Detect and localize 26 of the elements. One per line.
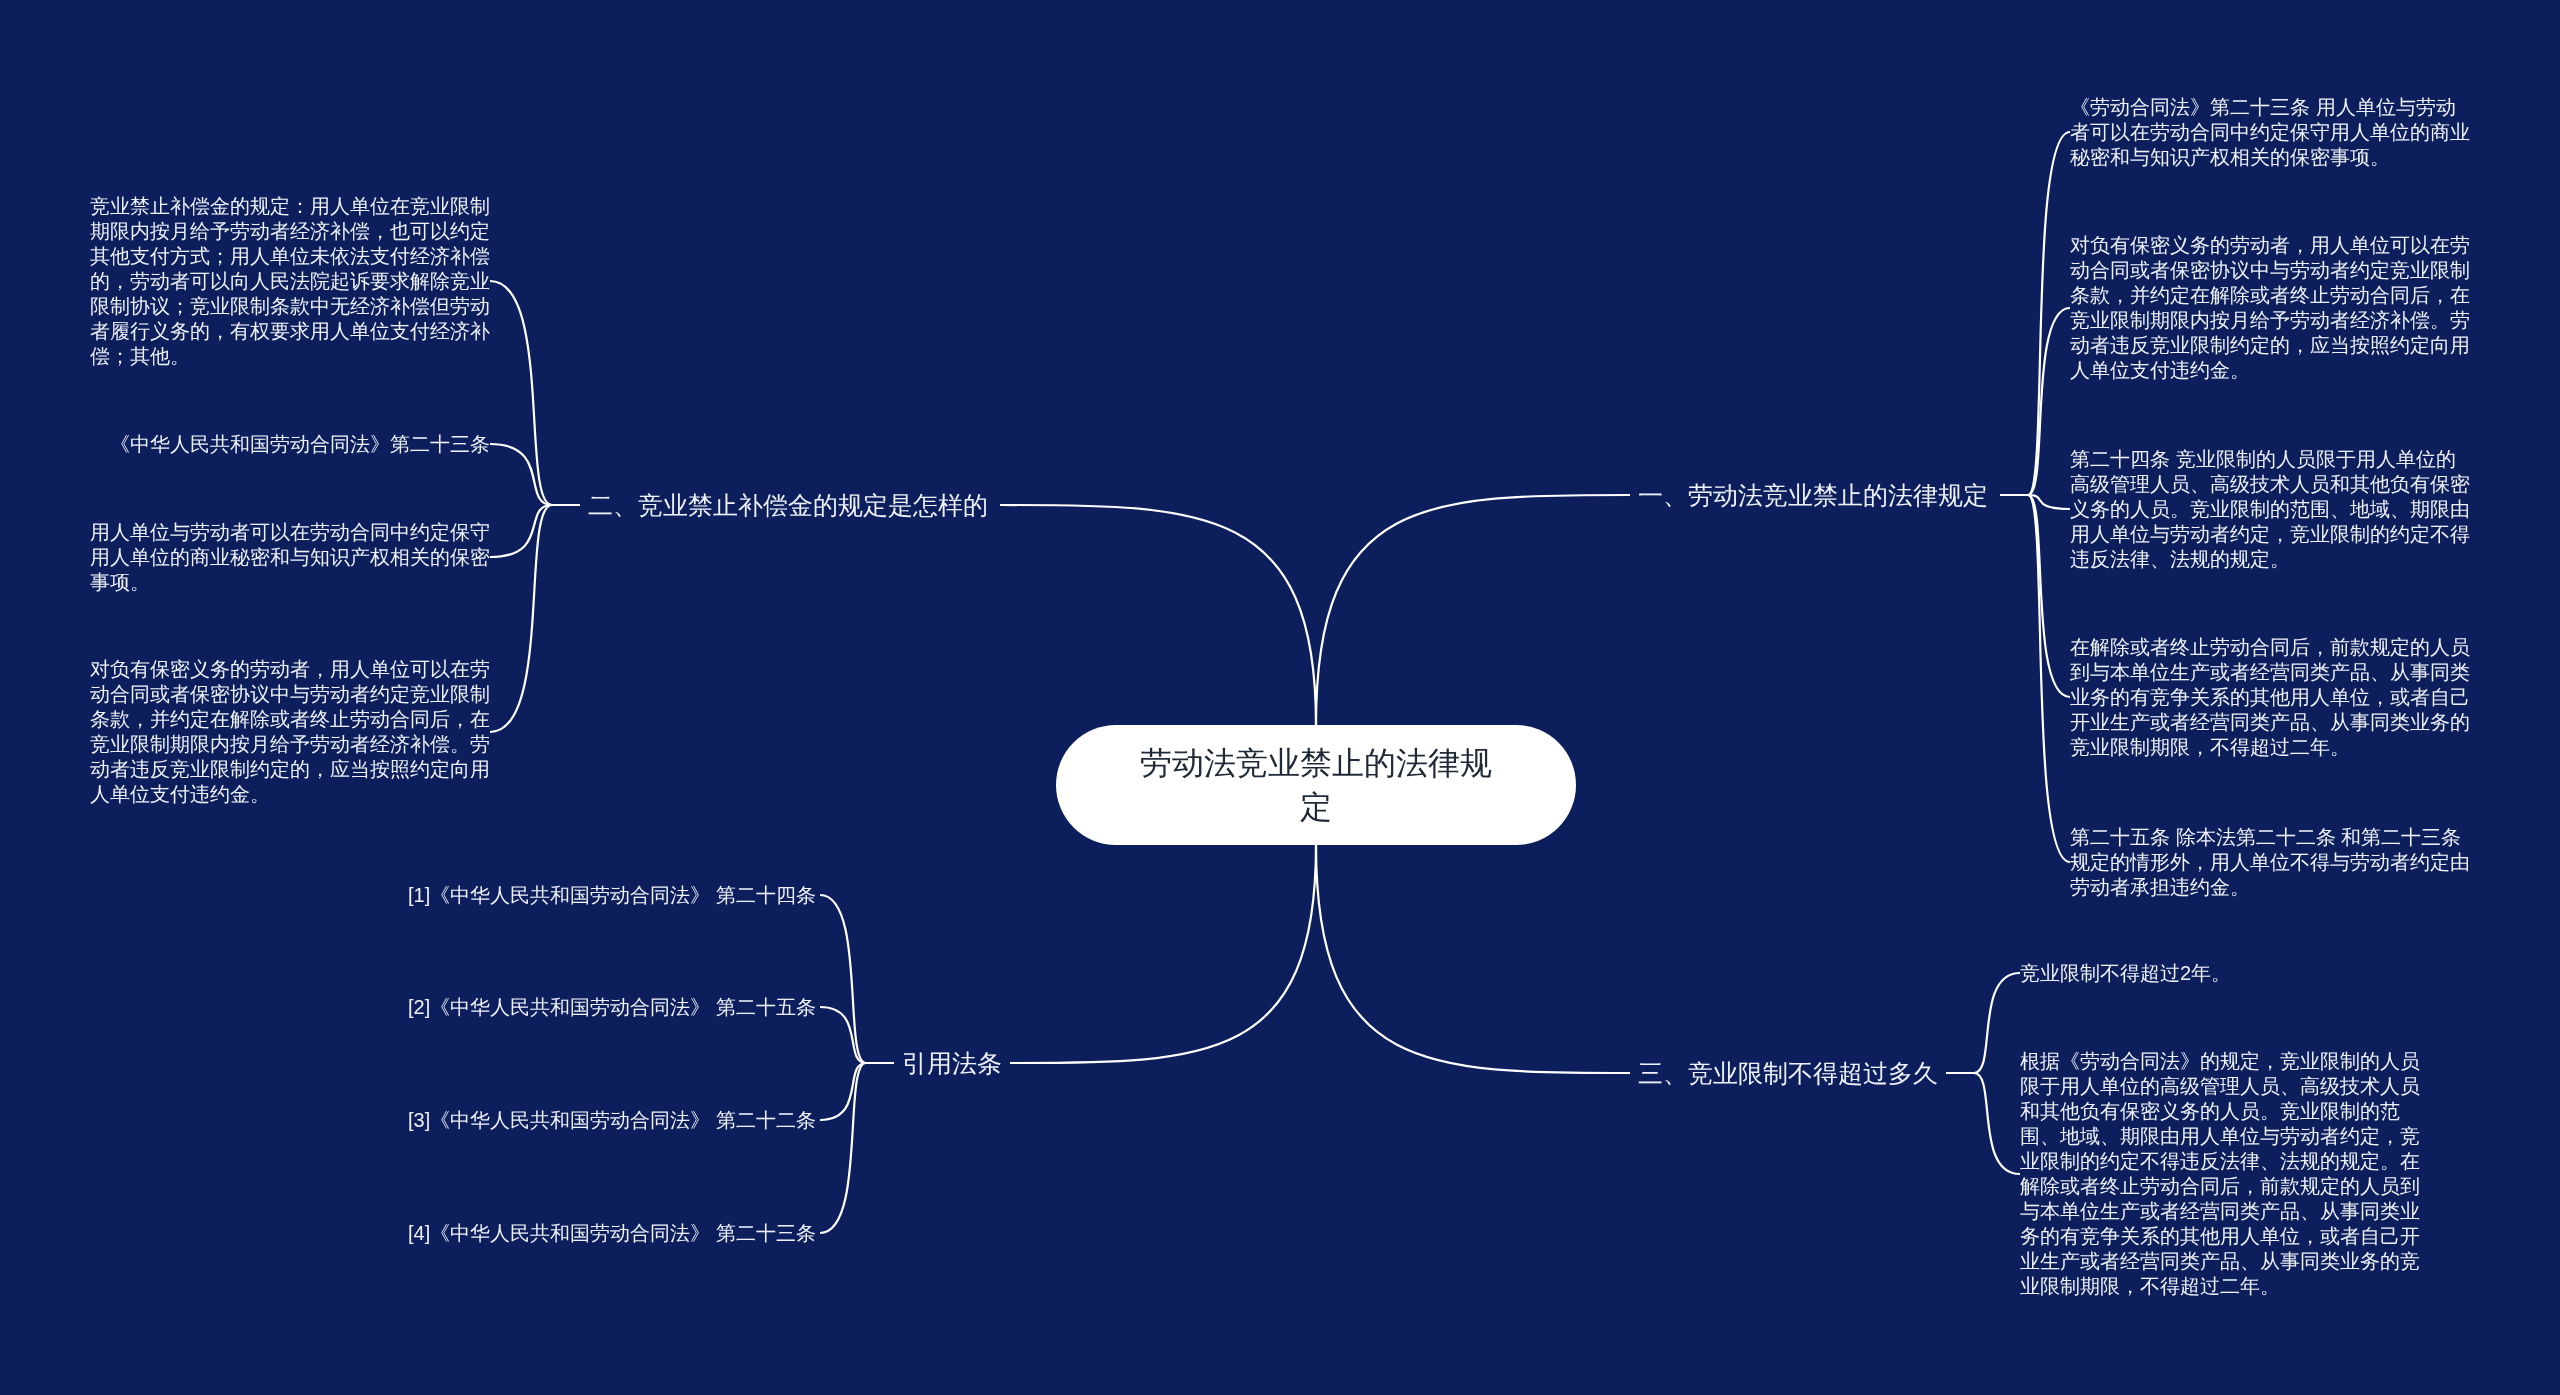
branch-topic: 二、竞业禁止补偿金的规定是怎样的	[580, 488, 1000, 522]
topic-note: [3]《中华人民共和国劳动合同法》 第二十二条	[408, 1107, 820, 1133]
topic-note: 竞业限制不得超过2年。	[2020, 960, 2420, 986]
topic-note: 《中华人民共和国劳动合同法》第二十三条	[110, 431, 490, 457]
branch-topic: 三、竞业限制不得超过多久	[1630, 1056, 1946, 1090]
branch-topic: 引用法条	[894, 1046, 1010, 1080]
topic-note: 《劳动合同法》第二十三条 用人单位与劳动者可以在劳动合同中约定保守用人单位的商业秘密和与知识产权相关的保密事项。	[2070, 94, 2470, 170]
connector-line	[1946, 1071, 2021, 1176]
topic-note: 对负有保密义务的劳动者，用人单位可以在劳动合同或者保密协议中与劳动者约定竞业限制条款，并约定在解除或者终止劳动合同后，在竞业限制期限内按月给予劳动者经济补偿。劳动者违反竞业限制约定的，应当按照约定向用人单位支付违约金。	[2070, 233, 2470, 383]
topic-note: 第二十四条 竞业限制的人员限于用人单位的高级管理人员、高级技术人员和其他负有保密义务的人员。竞业限制的范围、地域、期限由用人单位与劳动者约定，竞业限制的约定不得违反法律、法规的规定。	[2070, 446, 2470, 572]
connector-line	[2000, 493, 2071, 863]
topic-note: [2]《中华人民共和国劳动合同法》 第二十五条	[408, 994, 820, 1020]
connector-line	[1314, 493, 1630, 726]
topic-note: 根据《劳动合同法》的规定，竞业限制的人员限于用人单位的高级管理人员、高级技术人员和其他负有保密义务的人员。竞业限制的范围、地域、期限由用人单位与劳动者约定，竞业限制的约定不得违反法律、法规的规定。在解除或者终止劳动合同后，前款规定的人员到与本单位生产或者经营同类产品、从事同类业务的有竞争关系的其他用人单位，或者自己开业生产或者经营同类产品、从事同类业务的竞业限制期限，不得超过二年。	[2020, 1049, 2420, 1299]
connector-line	[1314, 844, 1630, 1075]
topic-note: 竞业禁止补偿金的规定：用人单位在竞业限制期限内按月给予劳动者经济补偿，也可以约定其他支付方式；用人单位未依法支付经济补偿的，劳动者可以向人民法院起诉要求解除竞业限制协议；竞业限制条款中无经济补偿但劳动者履行义务的，有权要求用人单位支付经济补偿；其他。	[90, 193, 490, 369]
topic-note: [4]《中华人民共和国劳动合同法》 第二十三条	[408, 1220, 820, 1246]
topic-note: 在解除或者终止劳动合同后，前款规定的人员到与本单位生产或者经营同类产品、从事同类业务的有竞争关系的其他用人单位，或者自己开业生产或者经营同类产品、从事同类业务的竞业限制期限，不得超过二年。	[2070, 634, 2470, 760]
topic-note: 用人单位与劳动者可以在劳动合同中约定保守用人单位的商业秘密和与知识产权相关的保密事项。	[90, 519, 490, 595]
topic-note: [1]《中华人民共和国劳动合同法》 第二十四条	[408, 882, 820, 908]
topic-note: 对负有保密义务的劳动者，用人单位可以在劳动合同或者保密协议中与劳动者约定竞业限制条款，并约定在解除或者终止劳动合同后，在竞业限制期限内按月给予劳动者经济补偿。劳动者违反竞业限制约定的，应当按照约定向用人单位支付违约金。	[90, 657, 490, 807]
connector-line	[819, 1061, 894, 1235]
topic-note: 第二十五条 除本法第二十二条 和第二十三条规定的情形外，用人单位不得与劳动者约定由劳动者承担违约金。	[2070, 824, 2470, 900]
branch-topic: 一、劳动法竞业禁止的法律规定	[1630, 478, 2000, 512]
connector-line	[489, 503, 580, 734]
central-topic: 劳动法竞业禁止的法律规定	[1056, 725, 1576, 845]
